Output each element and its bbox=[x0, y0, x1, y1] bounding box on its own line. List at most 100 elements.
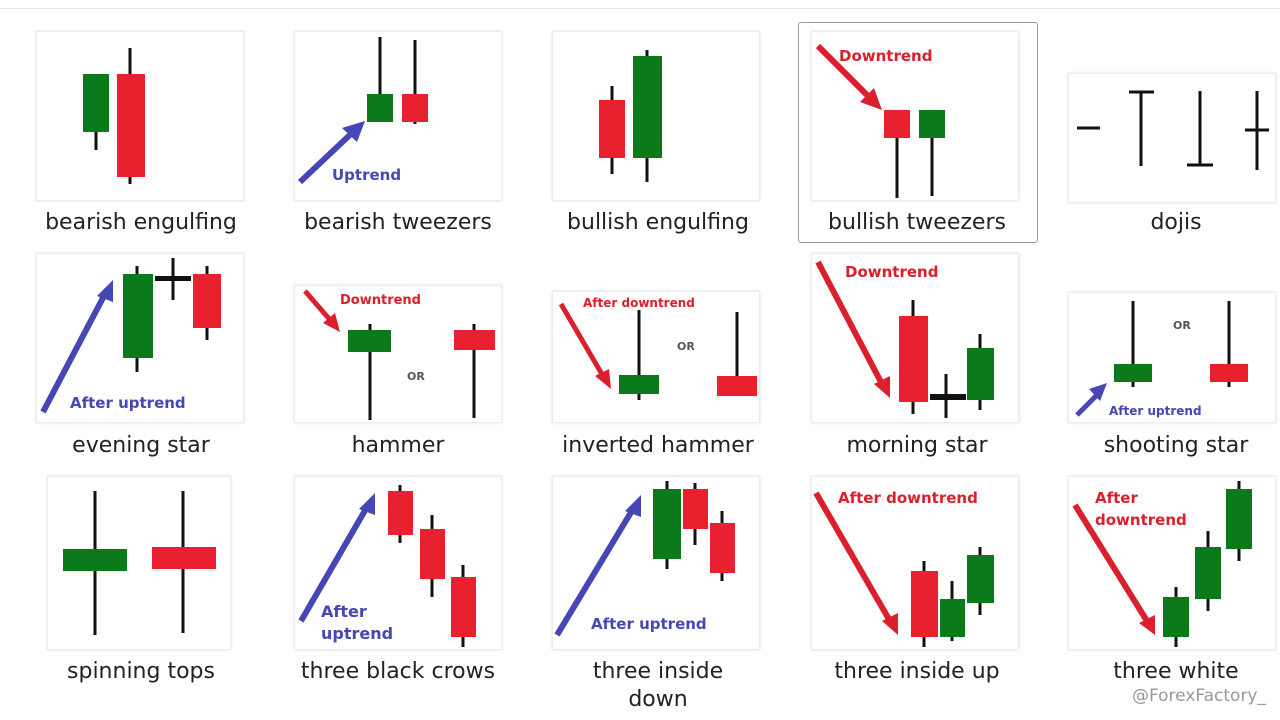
downtrend-arrow bbox=[558, 302, 606, 378]
annotation-after-uptrend: After uptrend bbox=[1109, 404, 1202, 418]
label-bearish-engulfing: bearish engulfing bbox=[45, 210, 237, 235]
arrow-head bbox=[323, 313, 340, 332]
bullish-candle bbox=[1114, 364, 1152, 382]
label-bullish-engulfing: bullish engulfing bbox=[567, 210, 749, 235]
bullish-candle bbox=[619, 375, 659, 394]
arrow-head bbox=[1089, 383, 1107, 401]
card-three-white-soldiers[interactable]: After downtrend bbox=[1068, 476, 1276, 650]
bearish-candle bbox=[683, 489, 708, 529]
or-text: OR bbox=[407, 370, 425, 383]
card-bearish-engulfing[interactable] bbox=[36, 31, 244, 201]
uptrend-arrow bbox=[1075, 391, 1101, 417]
bullish-candle bbox=[1226, 489, 1252, 549]
label-spinning-tops: spinning tops bbox=[67, 659, 215, 684]
label-inverted-hammer: inverted hammer bbox=[562, 433, 754, 458]
three-white-soldiers-diagram: After downtrend bbox=[1072, 481, 1252, 647]
annotation-after-uptrend: After uptrend bbox=[591, 615, 707, 633]
label-three-inside-down-2: down bbox=[628, 687, 688, 712]
three-black-crows-diagram: After uptrend bbox=[298, 485, 476, 647]
card-morning-star[interactable]: Downtrend bbox=[811, 253, 1019, 423]
label-three-inside-up: three inside up bbox=[834, 659, 1000, 684]
three-inside-up-diagram: After downtrend bbox=[813, 489, 994, 647]
evening-star-diagram: After uptrend bbox=[40, 258, 221, 414]
arrow-head bbox=[359, 493, 375, 515]
card-spinning-tops[interactable] bbox=[47, 476, 231, 650]
bearish-candle bbox=[717, 376, 757, 396]
arrow-head bbox=[97, 280, 113, 302]
bullish-candle bbox=[367, 94, 393, 122]
doji-body bbox=[930, 394, 966, 400]
bullish-candle bbox=[940, 599, 965, 637]
bearish-candle bbox=[884, 110, 910, 138]
bearish-candle bbox=[599, 100, 625, 158]
annotation-downtrend: Downtrend bbox=[839, 47, 932, 65]
card-three-black-crows[interactable]: After uptrend bbox=[294, 476, 502, 650]
bullish-candle bbox=[1163, 597, 1189, 637]
shooting-star-diagram: After uptrend OR bbox=[1075, 301, 1248, 418]
card-shooting-star[interactable]: After uptrend OR bbox=[1068, 292, 1276, 423]
annotation-uptrend: Uptrend bbox=[332, 166, 401, 184]
bearish-candle bbox=[193, 274, 221, 328]
bullish-candle bbox=[63, 549, 127, 571]
spinning-tops-diagram bbox=[63, 491, 216, 635]
bearish-candle bbox=[420, 529, 445, 579]
bearish-engulfing-diagram bbox=[83, 48, 145, 184]
annotation-after-downtrend: After downtrend bbox=[583, 296, 695, 310]
annotation-downtrend: Downtrend bbox=[340, 293, 421, 308]
bullish-candle bbox=[83, 74, 109, 132]
downtrend-arrow bbox=[815, 260, 885, 386]
annotation-downtrend: Downtrend bbox=[845, 263, 938, 281]
uptrend-arrow bbox=[554, 507, 636, 637]
uptrend-arrow bbox=[40, 292, 108, 414]
uptrend-arrow bbox=[297, 129, 356, 185]
card-hammer[interactable]: Downtrend OR bbox=[294, 285, 502, 423]
downtrend-arrow bbox=[303, 289, 333, 323]
watermark: @ForexFactory_ bbox=[1131, 686, 1266, 706]
annotation-after: After bbox=[321, 602, 367, 621]
card-bullish-engulfing[interactable] bbox=[552, 31, 760, 201]
annotation-downtrend: downtrend bbox=[1095, 511, 1187, 529]
card-bearish-tweezers[interactable]: Uptrend bbox=[294, 31, 502, 201]
bullish-candle bbox=[967, 348, 994, 400]
bearish-candle bbox=[152, 547, 216, 569]
label-three-inside-down-1: three inside bbox=[592, 659, 724, 684]
label-shooting-star: shooting star bbox=[1103, 433, 1249, 458]
or-text: OR bbox=[1173, 319, 1191, 332]
hammer-diagram: Downtrend OR bbox=[303, 289, 495, 420]
arrow-head bbox=[595, 369, 611, 389]
arrow-head bbox=[860, 88, 882, 110]
bearish-candle bbox=[899, 316, 928, 402]
bearish-candle bbox=[117, 74, 145, 177]
bearish-tweezers-diagram: Uptrend bbox=[297, 37, 428, 185]
inverted-hammer-diagram: After downtrend OR bbox=[558, 296, 757, 400]
bearish-candle bbox=[402, 94, 428, 122]
bearish-candle bbox=[710, 523, 735, 573]
card-dojis[interactable] bbox=[1068, 73, 1276, 203]
label-three-black-crows: three black crows bbox=[300, 659, 496, 684]
label-bearish-tweezers: bearish tweezers bbox=[304, 210, 492, 235]
bullish-candle bbox=[653, 489, 681, 559]
bullish-engulfing-diagram bbox=[599, 50, 662, 182]
card-bullish-tweezers[interactable]: Downtrend bbox=[811, 31, 1019, 201]
annotation-uptrend: uptrend bbox=[321, 624, 393, 643]
card-three-inside-down[interactable]: After uptrend bbox=[552, 476, 760, 650]
card-evening-star[interactable]: After uptrend bbox=[36, 253, 244, 423]
annotation-after: After bbox=[1095, 489, 1138, 507]
label-three-white-soldiers: three white bbox=[1113, 659, 1239, 684]
card-inverted-hammer[interactable]: After downtrend OR bbox=[552, 291, 760, 423]
card-three-inside-up[interactable]: After downtrend bbox=[811, 476, 1019, 650]
selection-frame bbox=[798, 22, 1038, 243]
bullish-candle bbox=[348, 330, 391, 352]
downtrend-arrow bbox=[1072, 503, 1150, 623]
bullish-candle bbox=[919, 110, 945, 138]
bearish-candle bbox=[1210, 364, 1248, 382]
bullish-candle bbox=[633, 56, 662, 158]
bullish-candle bbox=[967, 555, 994, 603]
bearish-candle bbox=[911, 571, 938, 637]
label-morning-star: morning star bbox=[846, 433, 988, 458]
top-divider bbox=[0, 8, 1280, 9]
bullish-candle bbox=[123, 274, 153, 358]
bearish-candle bbox=[388, 491, 413, 535]
dojis-diagram bbox=[1077, 90, 1269, 170]
downtrend-arrow bbox=[813, 491, 893, 623]
